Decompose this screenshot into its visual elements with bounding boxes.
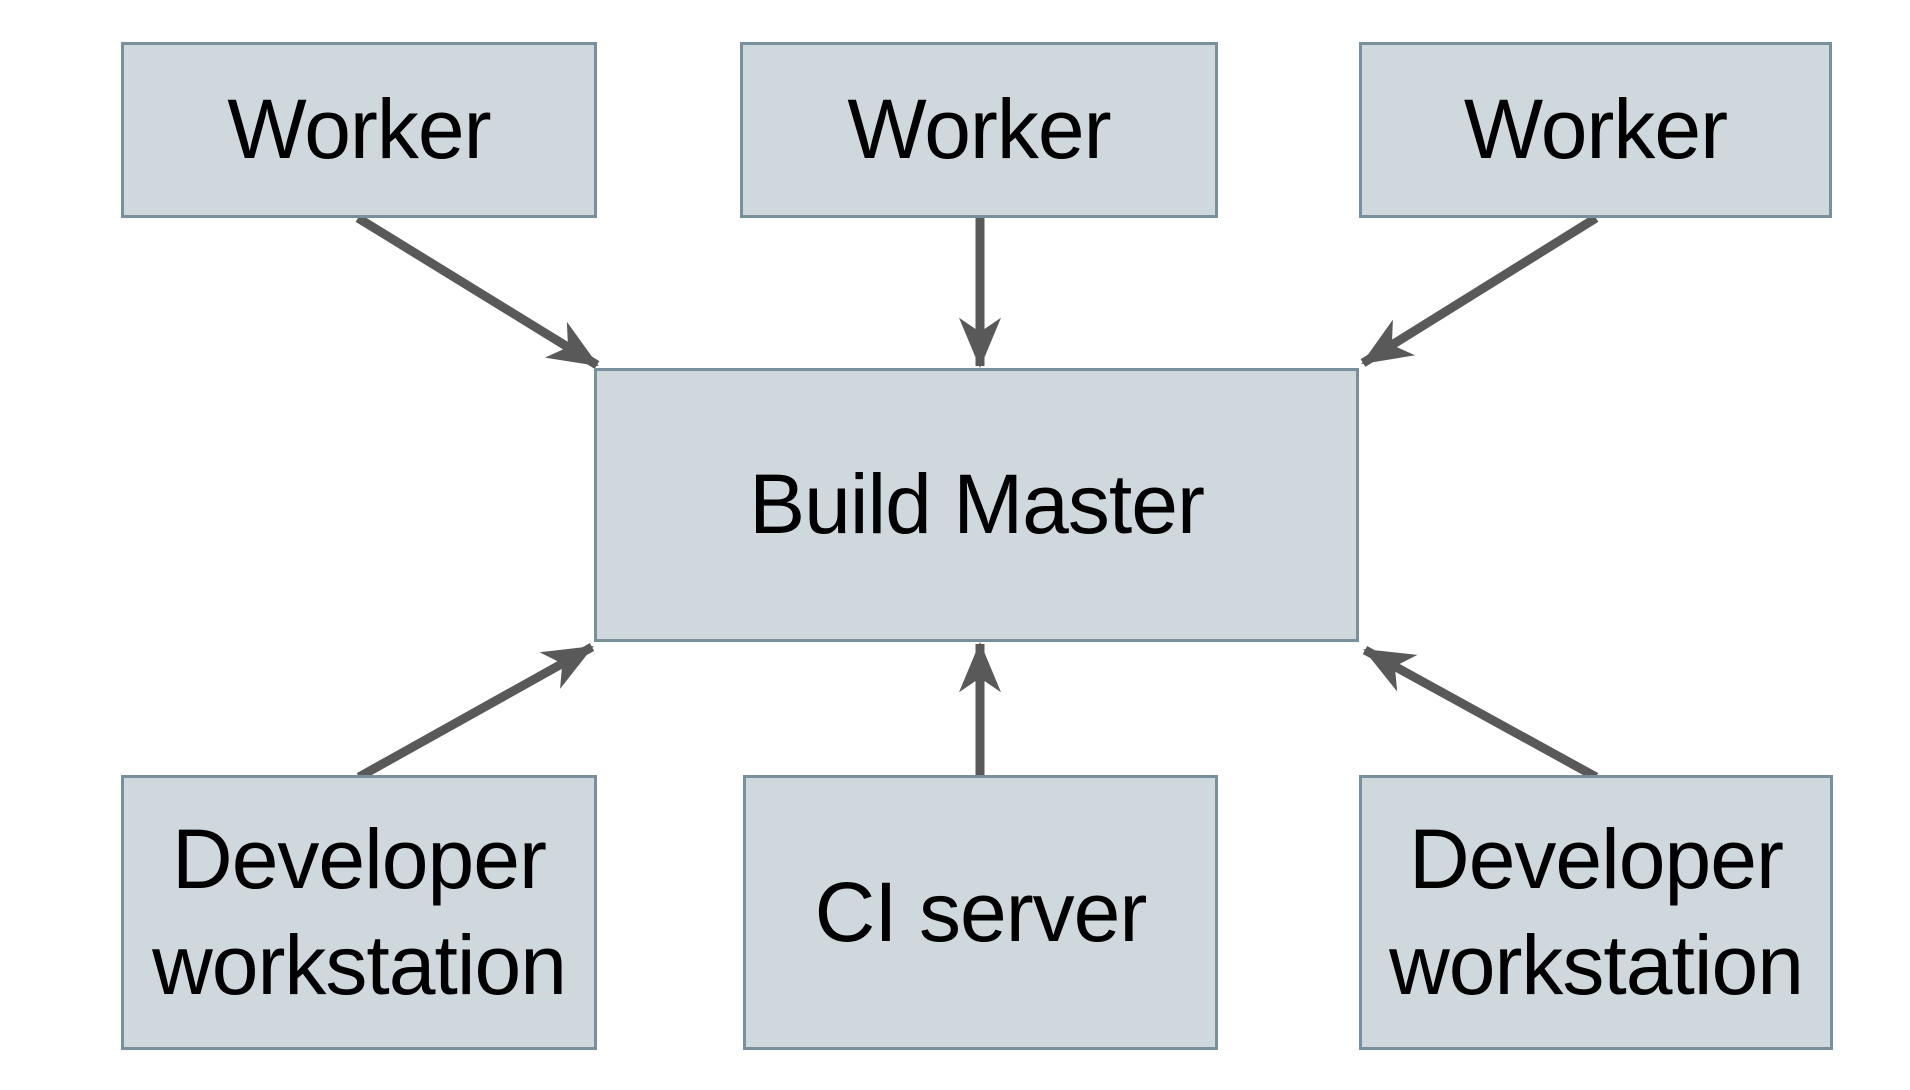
arrow-worker-3-to-build-master — [1360, 214, 1599, 367]
node-worker-2: Worker — [740, 42, 1218, 218]
node-developer-workstation-left: Developer workstation — [121, 775, 597, 1050]
arrow-developer-workstation-right-to-build-master — [1362, 646, 1599, 781]
node-worker-1: Worker — [121, 42, 597, 218]
node-developer-workstation-right-label: Developer workstation — [1389, 811, 1804, 1012]
arrow-worker-1-to-build-master — [355, 214, 600, 369]
node-build-master: Build Master — [594, 368, 1359, 642]
node-developer-workstation-left-label: Developer workstation — [152, 811, 567, 1012]
node-worker-3-label: Worker — [1463, 82, 1728, 177]
node-worker-3: Worker — [1359, 42, 1832, 218]
arrow-developer-workstation-left-to-build-master — [356, 643, 595, 781]
node-ci-server: CI server — [743, 775, 1218, 1050]
node-worker-2-label: Worker — [847, 82, 1111, 177]
node-developer-workstation-right: Developer workstation — [1359, 775, 1833, 1050]
node-ci-server-label: CI server — [814, 864, 1148, 959]
node-build-master-label: Build Master — [749, 457, 1205, 552]
node-worker-1-label: Worker — [227, 82, 491, 177]
